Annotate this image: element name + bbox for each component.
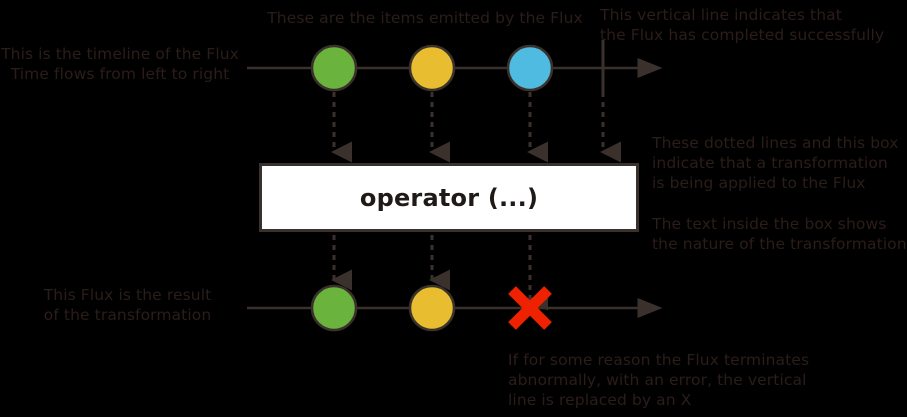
annotation-result: This Flux is the result of the transform…: [43, 286, 212, 324]
annotation-box-text: The text inside the box shows the nature…: [652, 215, 907, 253]
arrows-into-operator: [331, 92, 621, 163]
annotation-timeline: This is the timeline of the Flux Time fl…: [1, 45, 239, 83]
operator-box: operator (...): [259, 163, 639, 232]
annotation-completion: This vertical line indicates that the Fl…: [600, 6, 885, 44]
source-marble-blue: [506, 44, 554, 92]
annotation-error: If for some reason the Flux terminates a…: [508, 351, 810, 409]
result-timeline-group: [247, 284, 663, 332]
annotation-items: These are the items emitted by the Flux: [267, 9, 583, 27]
source-marble-green: [310, 44, 358, 92]
annotation-transformation: These dotted lines and this box indicate…: [652, 134, 899, 192]
result-marble-yellow: [408, 284, 456, 332]
result-marble-green: [310, 284, 358, 332]
source-marble-yellow: [408, 44, 456, 92]
source-timeline-group: [247, 40, 663, 92]
arrows-out-of-operator: [331, 235, 548, 311]
operator-label: operator (...): [359, 183, 539, 212]
error-cross-icon: [508, 286, 552, 330]
